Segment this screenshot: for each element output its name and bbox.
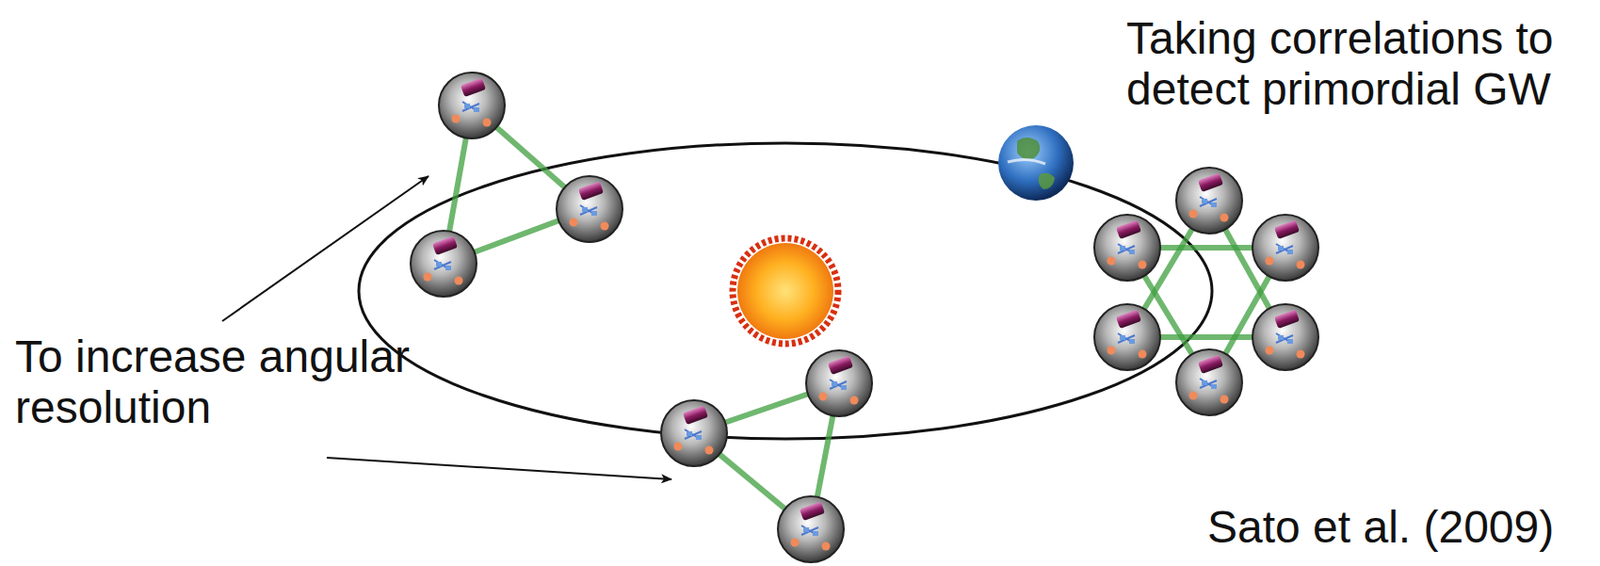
laser-beams <box>443 105 1286 531</box>
spacecraft <box>410 72 1319 563</box>
note-text: To increase angular resolution <box>15 331 411 434</box>
note-text: Taking correlations to detect primordial… <box>1126 13 1579 115</box>
sun <box>732 238 839 344</box>
earth <box>998 125 1074 201</box>
orbit <box>358 143 1213 439</box>
citation-text: Sato et al. (2009) <box>1207 501 1554 553</box>
leader-arrows <box>222 176 672 480</box>
